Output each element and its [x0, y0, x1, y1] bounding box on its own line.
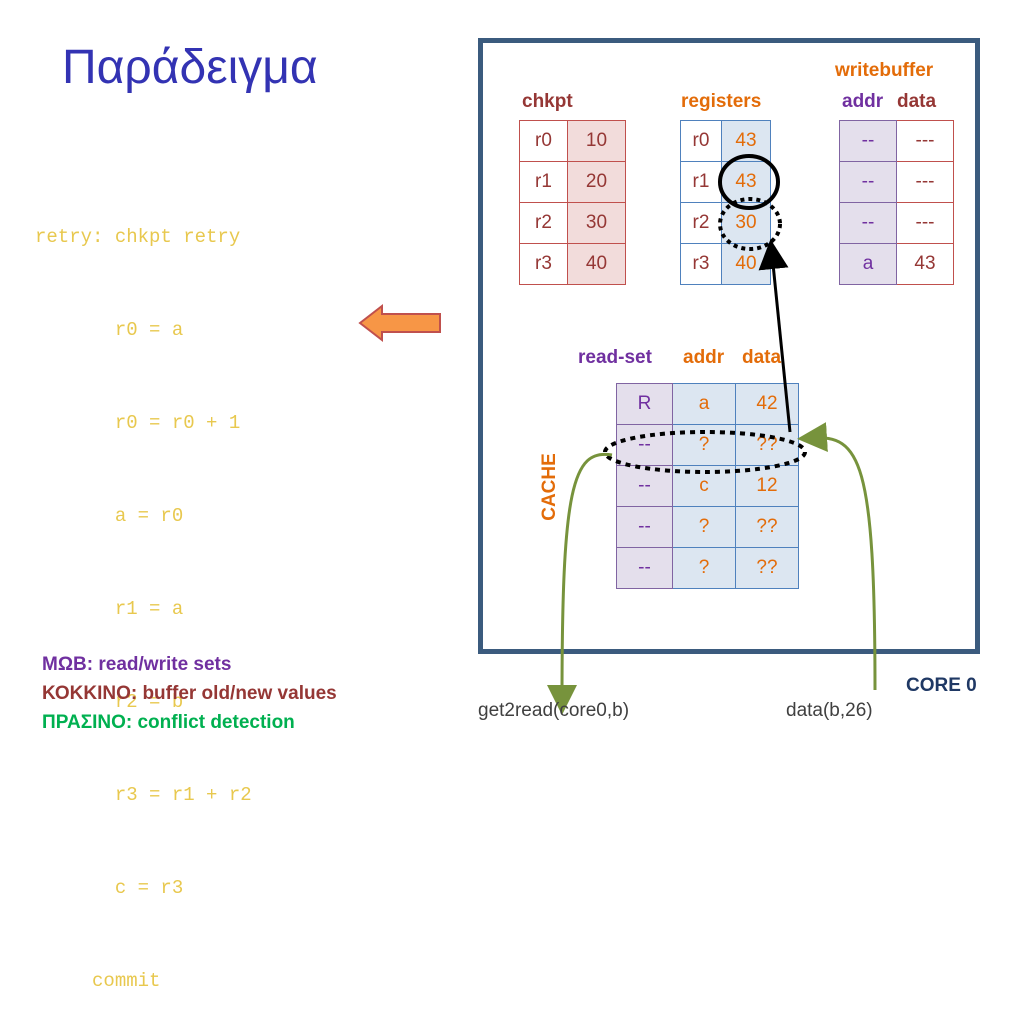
register-value: 43	[721, 161, 771, 203]
get2read-message: get2read(core0,b)	[478, 700, 630, 721]
annotation-overlay	[547, 154, 877, 715]
cache-addr: ?	[672, 506, 736, 548]
readset-addr-header: addr	[683, 347, 725, 368]
code-line: r0 = r0 + 1	[35, 412, 241, 434]
cache-data: 12	[735, 465, 799, 507]
cache-data: ??	[735, 547, 799, 589]
chkpt-reg: r3	[519, 243, 568, 285]
chkpt-value: 30	[567, 202, 626, 244]
code-line: retry: chkpt retry	[35, 226, 241, 248]
writebuffer-data: 43	[896, 243, 954, 285]
writebuffer-data-header: data	[897, 91, 937, 112]
highlight-r2-dotted	[718, 197, 782, 251]
cache-row: --???	[616, 424, 799, 466]
writebuffer-data: ---	[896, 120, 954, 162]
color-legend: ΜΩΒ: read/write sets ΚΟΚΚΙΝΟ: buffer old…	[42, 650, 337, 737]
writebuffer-row: -----	[839, 161, 954, 203]
writebuffer-addr-header: addr	[842, 91, 884, 112]
cache-readset-bit: --	[616, 465, 673, 507]
highlight-cache-row	[603, 430, 807, 474]
chkpt-reg: r1	[519, 161, 568, 203]
arrow-data-response	[797, 422, 877, 691]
writebuffer-addr: --	[839, 120, 897, 162]
writebuffer-addr: a	[839, 243, 897, 285]
legend-green: ΠΡΑΣΙΝΟ: conflict detection	[42, 712, 295, 733]
arrow-cache-to-r2	[758, 239, 792, 433]
arrow-get2read	[547, 452, 613, 715]
chkpt-reg: r2	[519, 202, 568, 244]
chkpt-value: 20	[567, 161, 626, 203]
chkpt-reg: r0	[519, 120, 568, 162]
writebuffer-data: ---	[896, 161, 954, 203]
code-line: r2 = b	[35, 691, 184, 713]
highlight-r1-circle	[718, 154, 780, 210]
readset-data-header: data	[742, 347, 782, 368]
cache-readset-bit: --	[616, 547, 673, 589]
cache-readset-bit: --	[616, 506, 673, 548]
legend-red: ΚΟΚΚΙΝΟ: buffer old/new values	[42, 683, 337, 704]
register-name: r1	[680, 161, 722, 203]
register-name: r3	[680, 243, 722, 285]
core-box	[478, 38, 980, 654]
chkpt-value: 40	[567, 243, 626, 285]
code-line: r0 = a	[35, 319, 184, 341]
cache-data: ??	[735, 506, 799, 548]
writebuffer-header: writebuffer	[835, 60, 934, 81]
slide-title: Παράδειγμα	[62, 41, 318, 94]
writebuffer-row: -----	[839, 120, 954, 162]
code-line: r3 = r1 + r2	[35, 784, 252, 806]
writebuffer-data: ---	[896, 202, 954, 244]
registers-header: registers	[681, 91, 762, 112]
core-label: CORE 0	[906, 675, 977, 696]
chkpt-header: chkpt	[522, 91, 573, 112]
readset-header: read-set	[578, 347, 652, 368]
register-value: 30	[721, 202, 771, 244]
cache-row: --???	[616, 547, 799, 589]
cache-readset-bit: R	[616, 383, 673, 425]
code-line: r1 = a	[35, 598, 184, 620]
cache-data: ??	[735, 424, 799, 466]
cache-row: --???	[616, 506, 799, 548]
code-line: a = r0	[35, 505, 184, 527]
writebuffer-row: -----	[839, 202, 954, 244]
legend-purple: ΜΩΒ: read/write sets	[42, 654, 232, 675]
writebuffer-addr: --	[839, 161, 897, 203]
code-line: c = r3	[35, 877, 184, 899]
chkpt-value: 10	[567, 120, 626, 162]
data-message: data(b,26)	[786, 700, 873, 721]
current-line-arrow	[358, 303, 441, 343]
code-line: commit	[35, 970, 161, 992]
cache-readset-bit: --	[616, 424, 673, 466]
register-name: r2	[680, 202, 722, 244]
